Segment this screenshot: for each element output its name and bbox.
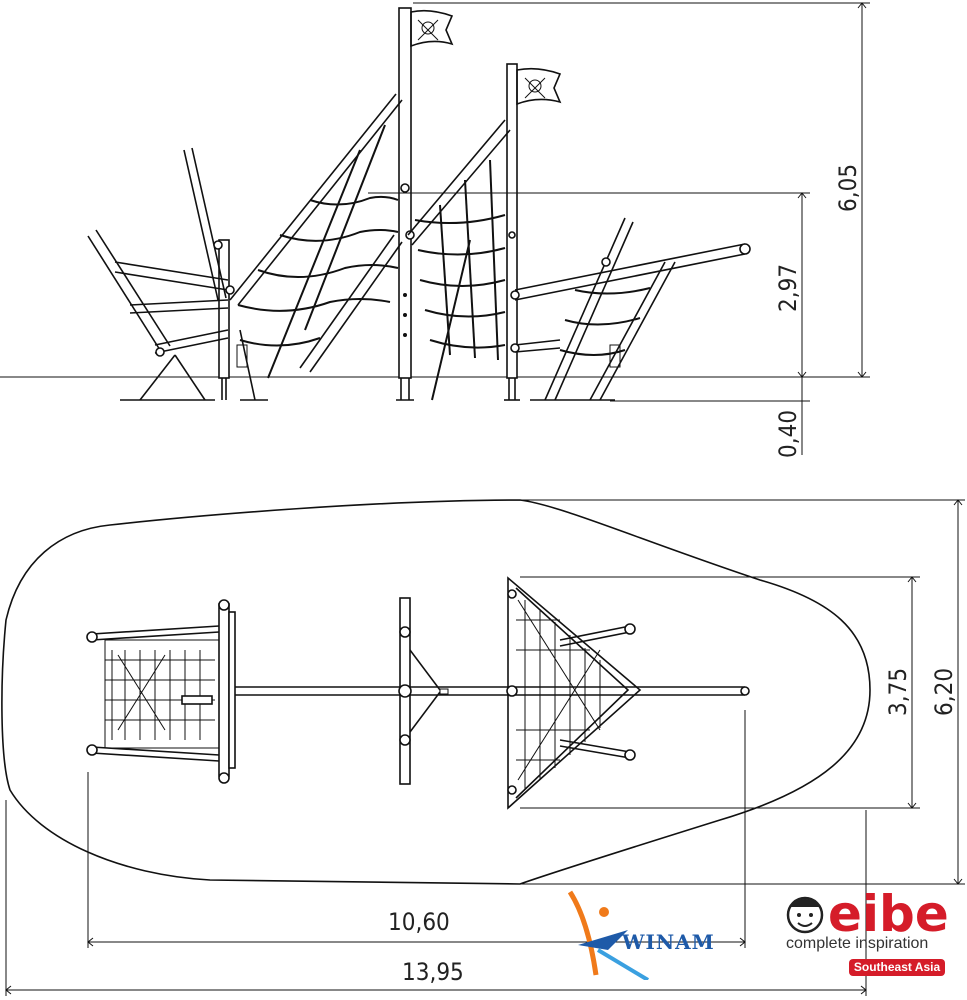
dimension-inner-width: 3,75 [884, 668, 912, 716]
dimension-inner-length: 10,60 [388, 908, 450, 936]
brand-tagline: complete inspiration [786, 935, 929, 952]
bow-plan [506, 576, 642, 810]
dimension-foundation-depth: 0,40 [774, 410, 802, 458]
plan-dimensions [5, 499, 965, 996]
elevation-dimensions [368, 2, 870, 455]
safety-zone [1, 499, 871, 885]
dimension-total-width: 6,20 [930, 668, 958, 716]
region-badge: Southeast Asia [849, 959, 945, 976]
main-mast [396, 7, 415, 401]
skull-flag-icon [516, 67, 562, 106]
climbing-net-right [407, 119, 511, 401]
brand-logo: eibe [786, 885, 949, 943]
dimension-total-length: 13,95 [402, 958, 464, 986]
second-mast [504, 63, 520, 401]
stern-structure-left [87, 147, 268, 401]
dimension-platform-height: 2,97 [774, 264, 802, 312]
bow-structure-right [510, 217, 751, 401]
rope-ramp-left [229, 93, 403, 379]
mascot-face-icon [786, 896, 824, 934]
partner-name: WINAM [622, 930, 715, 954]
skull-flag-icon [410, 9, 454, 48]
plan-view [1, 499, 965, 996]
main-mast-plan [398, 597, 449, 785]
stern-plan [86, 599, 236, 784]
elevation-view [0, 2, 870, 455]
dimension-total-height: 6,05 [834, 164, 862, 212]
partner-logo-icon [568, 890, 650, 980]
brand-wordmark: eibe [828, 885, 949, 943]
